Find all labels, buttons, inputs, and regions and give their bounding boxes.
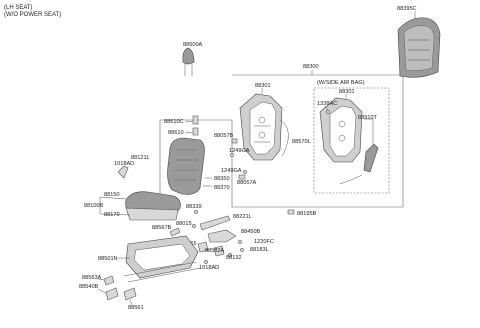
screw-1249GA-upper[interactable] (230, 153, 234, 157)
lever-88567B[interactable] (169, 227, 181, 237)
label-88540B[interactable]: 88540B (79, 284, 99, 290)
header-seat-side: (LH SEAT) (4, 5, 33, 11)
side-airbag-box (313, 87, 390, 194)
label-88350[interactable]: 88350 (214, 176, 230, 182)
label-1018AD-upper[interactable]: 1018AD (114, 161, 134, 167)
screw-88015[interactable] (192, 224, 196, 228)
label-88610C[interactable]: 88610C (164, 119, 184, 125)
recliner-cover-88450B[interactable] (207, 229, 237, 243)
bolt-1018AD-lower[interactable] (204, 260, 208, 264)
seatback-frame-88301-airbag[interactable] (319, 97, 363, 163)
part-88563A[interactable] (103, 275, 115, 286)
part-88582A[interactable] (213, 245, 225, 257)
side-airbag-caption: (W/SIDE AIR BAG) (317, 80, 365, 86)
headrest-guide-88610C[interactable] (192, 115, 199, 125)
label-88301-airbag[interactable]: 88301 (339, 89, 355, 95)
label-88170[interactable]: 88170 (104, 212, 120, 218)
label-88132[interactable]: 88132 (226, 255, 242, 261)
headrest-guide-88610[interactable] (192, 127, 199, 136)
label-88300[interactable]: 88300 (303, 64, 319, 70)
label-88567B[interactable]: 88567B (152, 225, 172, 231)
label-88570L[interactable]: 88570L (292, 139, 311, 145)
seatback-cover-88395C[interactable] (397, 17, 441, 78)
label-88610[interactable]: 88610 (168, 130, 184, 136)
side-cover-88221L[interactable] (199, 215, 231, 231)
label-88195B[interactable]: 88195B (297, 211, 317, 217)
screw-1249GA-lower[interactable] (243, 170, 247, 174)
label-88450B[interactable]: 88450B (241, 229, 261, 235)
label-88501N[interactable]: 88501N (98, 256, 118, 262)
label-88582A[interactable]: 88582A (205, 248, 225, 254)
label-88121L[interactable]: 88121L (131, 155, 150, 161)
label-88057A[interactable]: 88057A (237, 180, 257, 186)
label-88100B[interactable]: 88100B (84, 203, 104, 209)
bolt-1220FC[interactable] (238, 240, 242, 244)
part-88565[interactable] (197, 241, 209, 253)
part-88183L[interactable] (240, 248, 244, 252)
label-88910T[interactable]: 88910T (358, 115, 378, 121)
header-seat-type: (W/O POWER SEAT) (4, 12, 61, 18)
part-88339[interactable] (194, 210, 198, 214)
label-1249GA-upper[interactable]: 1249GA (229, 148, 250, 154)
clip-88057B[interactable] (231, 138, 238, 144)
label-88183L[interactable]: 88183L (250, 247, 269, 253)
part-88561[interactable] (123, 287, 137, 301)
headrest-88600A[interactable] (182, 47, 195, 76)
clip-88057A[interactable] (238, 174, 246, 180)
side-airbag-88910T[interactable] (363, 143, 379, 173)
label-88370[interactable]: 88370 (214, 185, 230, 191)
label-88015[interactable]: 88015 (176, 221, 192, 227)
label-88339[interactable]: 88339 (186, 204, 202, 210)
seat-track-88501N[interactable] (123, 235, 201, 283)
bolt-1338AC[interactable] (325, 109, 331, 115)
label-88057B[interactable]: 88057B (214, 133, 234, 139)
label-1220FC[interactable]: 1220FC (254, 239, 274, 245)
label-88395C[interactable]: 88395C (397, 6, 417, 12)
part-88132[interactable] (228, 253, 232, 257)
bracket-88121L[interactable] (117, 165, 129, 179)
part-88195B[interactable] (287, 209, 295, 215)
label-1249GA-lower[interactable]: 1249GA (221, 168, 242, 174)
part-88540B[interactable] (105, 287, 119, 301)
seatback-frame-88301[interactable] (239, 93, 283, 161)
label-88563A[interactable]: 88563A (82, 275, 102, 281)
label-88561[interactable]: 88561 (128, 305, 144, 311)
seatback-cushion-88350[interactable] (167, 137, 205, 195)
airbag-harness (339, 174, 363, 185)
label-1018AD-lower[interactable]: 1018AD (199, 265, 219, 271)
label-88301-main[interactable]: 88301 (255, 83, 271, 89)
label-88221L[interactable]: 88221L (233, 214, 252, 220)
seat-cushion-88150[interactable] (125, 191, 181, 221)
label-88150[interactable]: 88150 (104, 192, 120, 198)
label-1338AC[interactable]: 1338AC (317, 101, 337, 107)
cable-88570L[interactable] (279, 119, 289, 157)
label-88600A[interactable]: 88600A (183, 42, 203, 48)
